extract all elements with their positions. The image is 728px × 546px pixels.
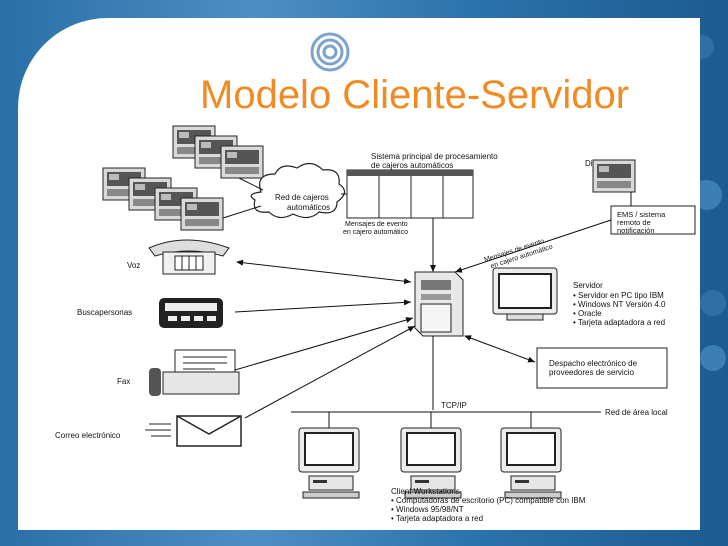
voz-label: Voz [127,261,140,270]
server-item: • Tarjeta adaptadora a red [573,318,665,327]
atm-network-cloud: Red de cajeros automáticos [250,162,346,219]
main-system-label: de cajeros automáticos [371,161,453,170]
tcpip-label: TCP/IP [441,401,467,410]
event-messages-label: Mensajes de evento [345,221,408,228]
server-monitor-icon [492,267,558,321]
dispatch-box [536,347,668,389]
server-item: • Servidor en PC tipo IBM [573,291,664,300]
lan-label: Red de área local [605,408,668,417]
rings-logo-icon [310,32,350,72]
ems-label: EMS / sistema [617,210,666,219]
client-title: Client Workstations [391,487,460,496]
arrow-line [244,325,416,419]
client-item: • Computadoras de escritorio (PC) compat… [391,496,586,505]
fax-label: Fax [117,377,130,386]
atm-network-label: Red de cajeros [275,193,329,202]
client-item: • Tarjeta adaptadora a red [391,514,483,523]
arrow-line [454,219,612,273]
arrow-line [234,317,414,371]
atm-machine-icon [180,197,224,231]
connector-line [222,205,262,219]
main-system-label: Sistema principal de procesamiento [371,152,498,161]
event-messages-label: en cajero automático [343,229,408,236]
diebold-atm-icon [592,159,636,193]
decorative-circle [700,290,726,316]
dispatch-label: Despacho electrónico de [549,359,638,368]
client-item: • Windows 95/98/NT [391,505,464,514]
decorative-circle [700,345,726,371]
slide-title: Modelo Cliente-Servidor [200,73,630,117]
ems-label: remoto de [617,218,651,227]
server-item: • Windows NT Versión 4.0 [573,300,666,309]
server-item: • Oracle [573,309,602,318]
arrow-line [464,335,536,363]
server-tower-icon [414,271,464,337]
client-server-diagram: Red de cajeros automáticos Sistema princ… [55,125,696,523]
connector-line [238,177,264,191]
mainframe-icon [346,169,474,219]
fax-machine-icon [149,349,240,396]
atm-network-label: automáticos [287,203,330,212]
ems-label: notificación [617,226,655,235]
telephone-icon [148,239,230,275]
pager-icon [159,298,223,328]
atm-machine-icon [220,145,264,179]
arrow-line [234,299,412,313]
client-pc-icon [500,427,562,499]
dispatch-label: proveedores de servicio [549,368,634,377]
arrow-line [236,259,412,285]
envelope-icon [145,415,242,447]
email-label: Correo electrónico [55,431,121,440]
server-title: Servidor [573,281,603,290]
pager-label: Buscapersonas [77,308,132,317]
client-pc-icon [298,427,360,499]
